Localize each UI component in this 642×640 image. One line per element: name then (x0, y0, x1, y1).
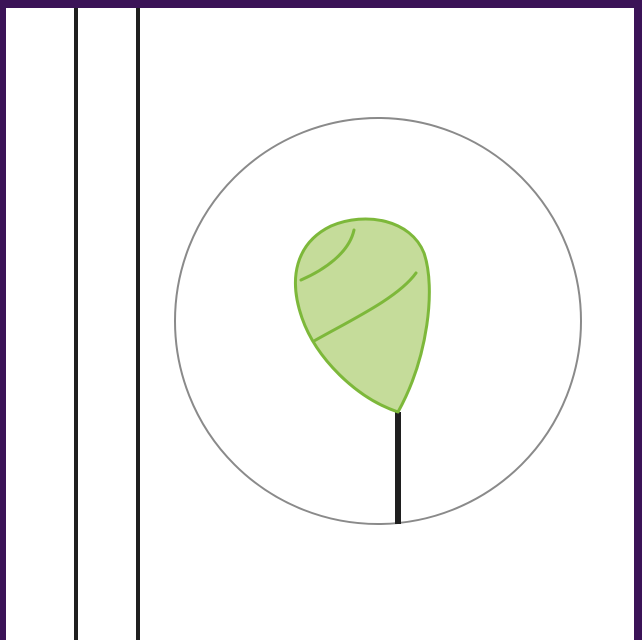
leaf-diagram (6, 8, 634, 640)
leaf-icon (295, 219, 429, 412)
canvas-panel (6, 8, 634, 640)
